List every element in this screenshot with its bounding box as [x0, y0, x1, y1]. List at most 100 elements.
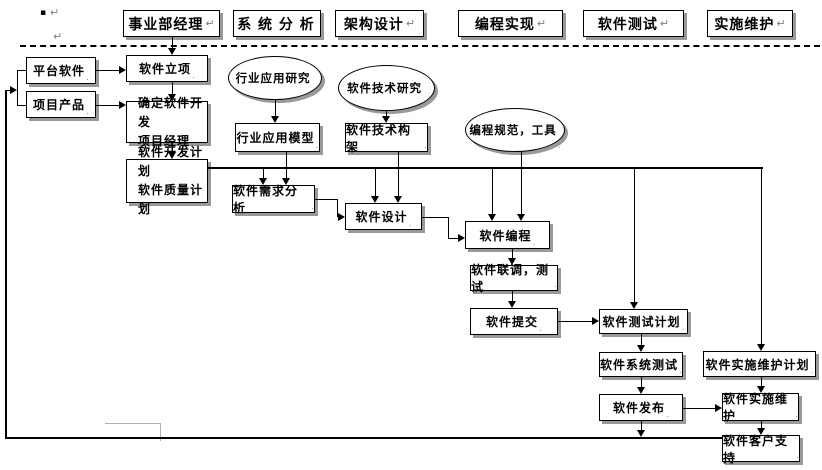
connector-research-to-model: [275, 100, 276, 117]
format-mark: .: [311, 89, 315, 99]
connector-coding-to-joint: [512, 249, 513, 259]
node-label: 确定软件开发: [138, 95, 204, 129]
connector-feedback-rail-bottom: [5, 437, 722, 439]
lane-header-label: 编程实现: [474, 16, 535, 33]
connector-requirements-to-design: [337, 199, 338, 217]
node-label: 软件立项: [139, 62, 192, 76]
lane-header-software-testing[interactable]: 软件测试↵: [583, 10, 684, 37]
node-label: 软件实施维护计划: [705, 357, 810, 372]
node-label: 软件技术构架: [346, 122, 412, 154]
format-mark: .: [408, 219, 412, 229]
connector-design-to-coding: [448, 238, 458, 239]
lane-header-division-manager[interactable]: 事业部经理↵: [123, 10, 220, 37]
node-project-product[interactable]: 项目产品.: [26, 91, 96, 118]
format-mark: .: [532, 238, 536, 248]
arrowhead: [259, 178, 267, 185]
connector-feedback-to-inputs: [5, 90, 11, 91]
connector-design-to-coding: [448, 217, 449, 238]
connector-plan-rail: [208, 167, 763, 169]
lane-header-label: 软件测试: [597, 16, 658, 33]
connector-rail-to-maintplan: [761, 168, 762, 345]
connector-release-to-feedback-rail: [641, 421, 642, 431]
pilcrow-mark: ↵: [53, 30, 63, 43]
format-mark: .: [681, 323, 685, 333]
format-mark: .: [810, 366, 814, 376]
arrowhead: [630, 302, 638, 309]
connector-initiation-to-manager: [172, 82, 173, 95]
connector-research-to-architecture: [386, 111, 387, 117]
node-maintenance-plan[interactable]: 软件实施维护计划.: [703, 351, 816, 377]
ellipse-industry-research[interactable]: 行业应用研究.: [228, 56, 322, 100]
lane-header-label: 实施维护: [714, 16, 775, 33]
connector-submission-to-testplan: [558, 321, 592, 322]
arrowhead: [592, 317, 599, 325]
format-mark: .: [86, 73, 89, 83]
connector-architecture-to-design: [398, 152, 399, 197]
connector-rail-to-coding: [492, 168, 493, 215]
connector-systest-to-release: [641, 377, 642, 388]
node-development-plan[interactable]: 软件开发计划软件质量计划: [126, 145, 208, 216]
arrowhead: [458, 234, 465, 242]
node-tech-architecture[interactable]: 软件技术构架.: [345, 122, 428, 154]
arrowhead: [371, 196, 379, 203]
connector-maintenance-to-support: [761, 421, 762, 429]
ellipse-tech-research[interactable]: 软件技术研究.: [338, 65, 435, 111]
node-label: 软件编程: [479, 228, 532, 243]
pilcrow-mark: ↵: [50, 6, 60, 19]
node-customer-support[interactable]: 软件客户支持.: [722, 434, 800, 465]
lane-header-system-analysis[interactable]: 系 统 分 析: [233, 10, 321, 37]
node-label: 软件提交: [486, 315, 539, 329]
format-mark: .: [796, 451, 799, 461]
node-industry-model[interactable]: 行业应用模型.: [235, 123, 320, 152]
arrowhead: [168, 48, 176, 55]
node-requirements-analysis[interactable]: 软件需求分析.: [232, 184, 315, 215]
lane-header-implementation-maintenance[interactable]: 实施维护↵: [707, 10, 793, 37]
format-mark: .: [311, 202, 314, 212]
node-implementation-maintenance[interactable]: 软件实施维护.: [722, 392, 799, 423]
lane-header-label: 架构设计: [343, 16, 404, 33]
node-label: 软件设计: [355, 210, 408, 224]
format-mark: .: [795, 410, 798, 420]
connector-standards-to-coding: [521, 152, 522, 215]
arrowhead: [757, 344, 765, 351]
node-label: 软件需求分析: [233, 184, 299, 215]
arrowhead: [637, 345, 645, 352]
node-project-initiation[interactable]: 软件立项.: [126, 55, 208, 82]
arrowhead: [757, 428, 765, 435]
node-label: 软件系统测试: [600, 358, 679, 372]
arrowhead: [119, 101, 126, 109]
node-software-release[interactable]: 软件发布.: [599, 394, 683, 421]
ellipse-coding-standards[interactable]: 编程规范，工具.: [465, 108, 565, 152]
lane-header-architecture-design[interactable]: 架构设计↵: [335, 10, 424, 37]
ellipse-label: 行业应用研究: [235, 71, 311, 85]
format-mark: .: [424, 141, 427, 151]
connector-release-to-maintenance: [683, 408, 715, 409]
node-label: 软件质量计划: [138, 183, 204, 216]
lane-header-programming[interactable]: 编程实现↵: [458, 10, 563, 37]
node-joint-debug-test[interactable]: 软件联调，测试.: [470, 263, 558, 294]
arrowhead: [168, 94, 176, 101]
node-software-design[interactable]: 软件设计.: [345, 203, 422, 230]
node-test-plan[interactable]: 软件测试计划.: [599, 309, 688, 334]
node-appoint-manager[interactable]: 确定软件开发项目经理: [126, 96, 208, 148]
pilcrow-mark: ↵: [659, 17, 670, 30]
ellipse-label: 软件技术研究: [347, 81, 423, 95]
pilcrow-mark: ↵: [536, 17, 547, 30]
connector-feedback-rail-left: [5, 90, 7, 439]
node-system-test[interactable]: 软件系统测试.: [599, 352, 683, 377]
node-label: 软件客户支持: [723, 433, 789, 465]
format-mark: .: [557, 141, 561, 151]
connector-platform-to-initiation: [96, 70, 119, 71]
node-platform-software[interactable]: 平台软件.: [26, 57, 96, 84]
connector-rail-to-requirements: [263, 168, 264, 179]
format-mark: .: [315, 141, 319, 151]
format-mark: .: [423, 100, 426, 110]
arrowhead: [168, 152, 176, 159]
swimlane-divider: [20, 45, 820, 47]
connector-joint-to-submission: [512, 291, 513, 302]
arrowhead: [338, 213, 345, 221]
node-software-submission[interactable]: 软件提交.: [470, 308, 558, 335]
node-software-coding[interactable]: 软件编程.: [465, 221, 550, 249]
arrowhead: [508, 301, 516, 308]
arrowhead: [517, 214, 525, 221]
